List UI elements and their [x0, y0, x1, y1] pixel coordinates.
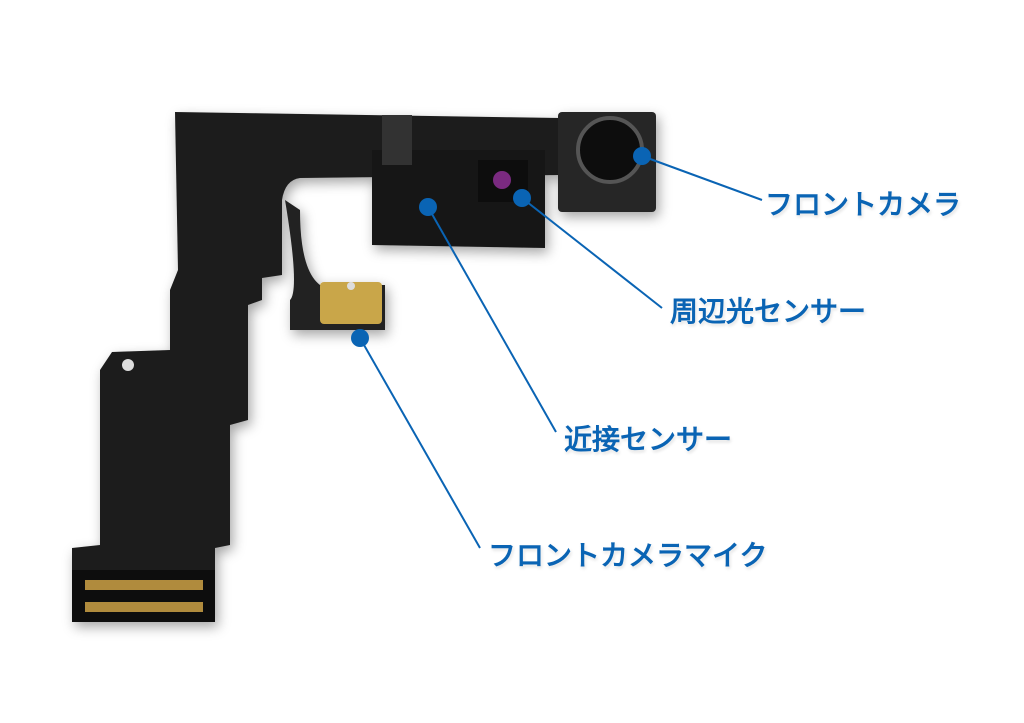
connector [72, 570, 215, 622]
label-front-camera: フロントカメラ [765, 188, 962, 221]
microphone-component [320, 282, 382, 324]
marker-dot-front-camera-mic [351, 329, 369, 347]
leader-line-proximity-sensor [427, 206, 557, 433]
marker-dot-proximity-sensor [419, 198, 437, 216]
label-front-camera-mic: フロントカメラマイク [488, 539, 768, 572]
leader-lines [359, 155, 763, 549]
label-proximity-sensor: 近接センサー [564, 423, 733, 456]
marker-dot-ambient-light-sensor [513, 189, 531, 207]
marker-dot-front-camera [633, 147, 651, 165]
leader-line-front-camera-mic [359, 337, 481, 549]
leader-line-ambient-light-sensor [521, 197, 663, 309]
leader-line-front-camera [641, 155, 763, 201]
label-ambient-light-sensor: 周辺光センサー [670, 295, 867, 328]
flex-cable-board [72, 112, 656, 622]
